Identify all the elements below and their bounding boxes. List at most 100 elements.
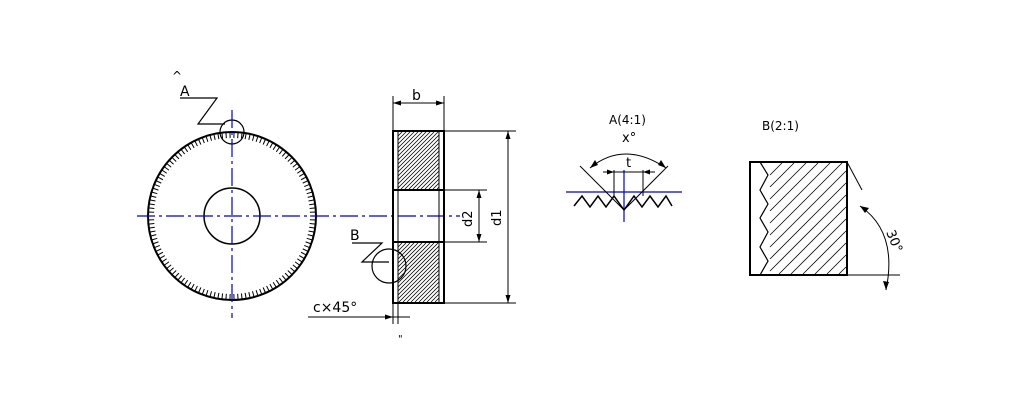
knurl-tooth <box>201 137 205 144</box>
knurl-tooth <box>305 241 312 245</box>
pitch-arrow-right <box>643 169 650 175</box>
hatch-line <box>432 182 440 190</box>
hatch-line <box>397 131 439 173</box>
hatch-line <box>814 242 847 275</box>
hatch-line <box>826 254 847 275</box>
angle-slope-line <box>846 161 863 191</box>
knurl-tooth <box>252 291 255 298</box>
tooth-angle-label: x° <box>622 131 636 146</box>
knurl-tooth <box>180 148 186 155</box>
detail-b-hatch <box>769 162 847 275</box>
knurl-tooth <box>150 234 157 237</box>
hatch-line <box>769 170 847 248</box>
hatch-line <box>412 162 440 190</box>
knurl-tooth <box>154 244 160 249</box>
knurl-tooth <box>302 180 309 184</box>
knurl-tooth <box>240 293 243 300</box>
hatch-line <box>424 174 440 190</box>
hatch-line <box>430 293 440 303</box>
knurl-tooth <box>154 183 160 188</box>
knurl-tooth <box>306 191 313 195</box>
detail-b: B(2:1) 30° <box>749 119 905 291</box>
knurl-tooth <box>217 292 220 299</box>
dim-b-arrow-left <box>393 100 401 106</box>
knurl-tooth <box>307 234 314 237</box>
knurl-tooth <box>309 203 316 206</box>
hatch-upper <box>397 131 440 190</box>
dim-d2-arrow-top <box>476 190 482 198</box>
knurl-tooth <box>275 279 281 286</box>
knurl-tooth <box>309 226 316 229</box>
knurl-tooth <box>296 258 303 263</box>
detail-b-outline <box>749 161 848 276</box>
hatch-line <box>838 266 847 275</box>
knurl-tooth <box>148 207 155 209</box>
hatch-line <box>397 242 407 252</box>
knurl-tooth <box>190 142 195 149</box>
view-a-label: A <box>180 84 190 100</box>
dim-d2-arrow-bottom <box>476 234 482 242</box>
knurl-tooth <box>149 230 156 233</box>
view-b-leader <box>352 242 389 263</box>
chamfer-arrow <box>385 314 393 320</box>
knurl-tooth <box>278 148 284 155</box>
knurl-tooth <box>308 199 315 202</box>
knurl-tooth <box>272 144 277 151</box>
knurl-tooth <box>292 264 298 269</box>
knurl-tooth <box>221 132 224 139</box>
view-a-leader <box>180 97 225 125</box>
hatch-line <box>414 277 440 303</box>
knurl-tooth <box>302 248 309 252</box>
knurl-tooth <box>183 146 189 153</box>
hatch-line <box>397 131 407 141</box>
knurl-tooth <box>149 199 156 202</box>
knurl-tooth <box>171 156 177 162</box>
knurl-tooth <box>187 144 192 151</box>
knurl-tooth <box>159 172 166 177</box>
knurl-tooth <box>168 159 174 165</box>
knurl-tooth <box>205 135 209 142</box>
helix-arc-arrow-bottom <box>883 281 889 290</box>
knurl-tooth <box>294 261 301 266</box>
knurl-tooth <box>205 290 209 297</box>
hatch-line <box>422 285 440 303</box>
hatch-line <box>397 146 440 189</box>
knurl-tooth <box>151 191 158 195</box>
knurl-tooth <box>306 237 313 241</box>
knurl-tooth <box>171 270 177 276</box>
dim-d1-arrow-bottom <box>505 295 511 303</box>
hatch-line <box>434 297 440 303</box>
hatch-line <box>769 162 783 176</box>
knurl-tooth <box>262 287 267 294</box>
knurl-tooth <box>298 172 305 177</box>
angle-arc <box>589 153 667 169</box>
dim-d1-arrow-top <box>505 131 511 139</box>
hatch-line <box>769 162 819 212</box>
knurl-tooth <box>269 142 274 149</box>
knurl-tooth <box>187 281 192 288</box>
hatch-line <box>769 162 843 236</box>
knurl-tooth <box>209 291 212 298</box>
knurl-tooth <box>152 187 159 191</box>
knurl-tooth <box>201 288 205 295</box>
hatch-line <box>397 131 419 153</box>
hatch-line <box>397 131 435 169</box>
knurl-tooth <box>259 288 263 295</box>
knurl-tooth <box>275 146 281 153</box>
knurl-tooth <box>157 251 164 256</box>
angle-arc-arrow-right <box>658 160 666 168</box>
hatch-line <box>426 289 440 303</box>
hatch-line <box>397 249 440 292</box>
knurl-tooth <box>174 272 180 278</box>
hatch-line <box>769 162 795 188</box>
knurl-tooth <box>255 135 259 142</box>
hatch-line <box>397 242 427 272</box>
knurl-tooth <box>284 272 290 278</box>
knurl-tooth <box>281 151 287 157</box>
knurl-tooth <box>166 163 172 168</box>
knurl-tooth <box>294 166 301 171</box>
dim-d1-label: d1 <box>490 209 505 226</box>
hatch-line <box>416 166 440 190</box>
knurl-tooth <box>290 159 296 165</box>
